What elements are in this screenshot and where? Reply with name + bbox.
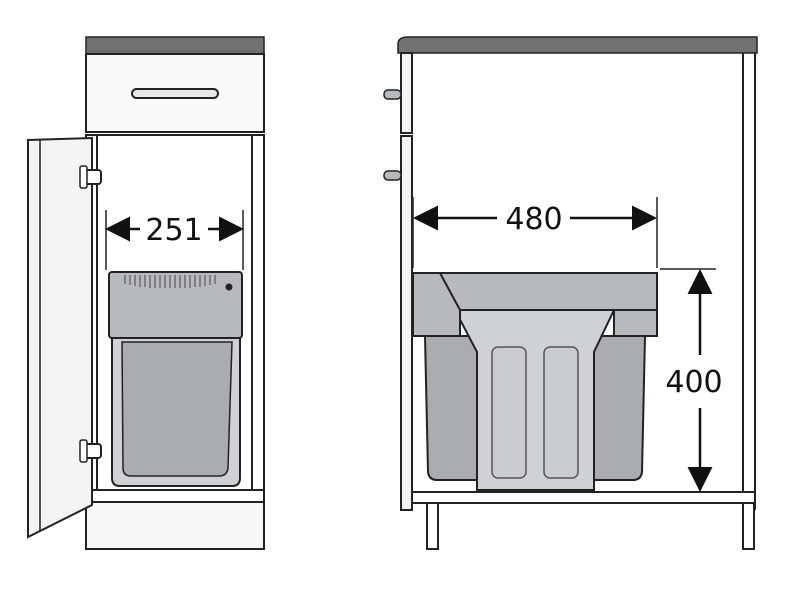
front-view: 251 [27,36,265,550]
front-plinth [85,501,265,550]
side-depth-label: 480 [505,202,562,237]
top-hinge-plate [79,165,88,189]
side-door-edge [400,135,413,511]
side-bin-pocket-left [491,346,527,479]
drawer-handle [131,88,219,99]
front-leg [426,502,439,550]
front-bin-inner [121,341,233,477]
open-door [27,136,93,539]
side-view: 480 400 [383,36,758,550]
back-leg [742,502,755,550]
front-width-label: 251 [145,213,202,248]
door-knob [383,170,402,181]
front-bin-lid-knob [225,283,233,291]
drawer-knob [383,89,402,100]
side-countertop [397,36,758,54]
side-bin-center-frame [453,309,616,491]
side-bin-rear-bracket [613,309,658,337]
front-bin-lid [108,271,243,339]
front-countertop [85,36,265,55]
bottom-hinge-plate [79,439,88,463]
front-bin-lid-ridges [124,275,216,288]
side-bin-pocket-right [543,346,579,479]
side-bin-rail-line [439,272,461,311]
side-drawer-edge [400,52,413,134]
side-height-label: 400 [665,365,722,400]
